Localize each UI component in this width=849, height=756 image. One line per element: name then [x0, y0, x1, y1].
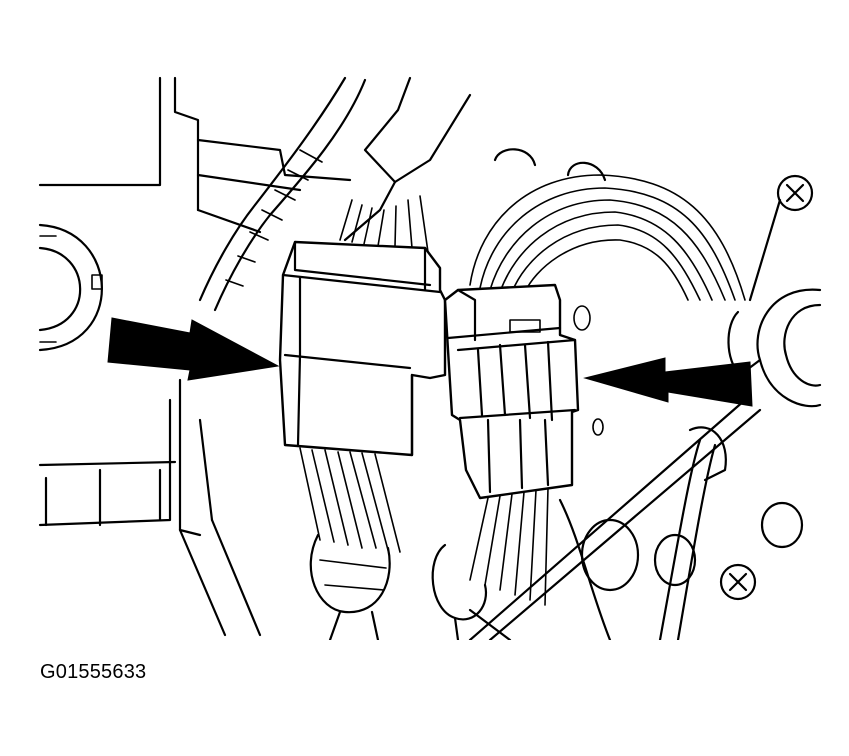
screw-bottom-right: [719, 563, 757, 601]
right-connector: [443, 283, 580, 500]
upper-wire-bundle: [198, 76, 472, 312]
lower-left-wire-bundle: [299, 447, 401, 640]
figure-id-label: G01555633: [40, 661, 147, 683]
left-bracket: [38, 76, 352, 637]
upper-right-wire-bundle: [469, 148, 782, 302]
arrow-right: [583, 357, 753, 407]
left-grommet: [38, 223, 103, 352]
left-connector: [278, 240, 447, 457]
panel-holes: [573, 305, 804, 592]
lower-right-wire-bundle: [431, 487, 549, 640]
arrow-left: [107, 317, 280, 381]
connector-illustration: [38, 76, 822, 640]
lower-right-structure: [468, 398, 762, 640]
screw-top-right: [776, 174, 814, 212]
